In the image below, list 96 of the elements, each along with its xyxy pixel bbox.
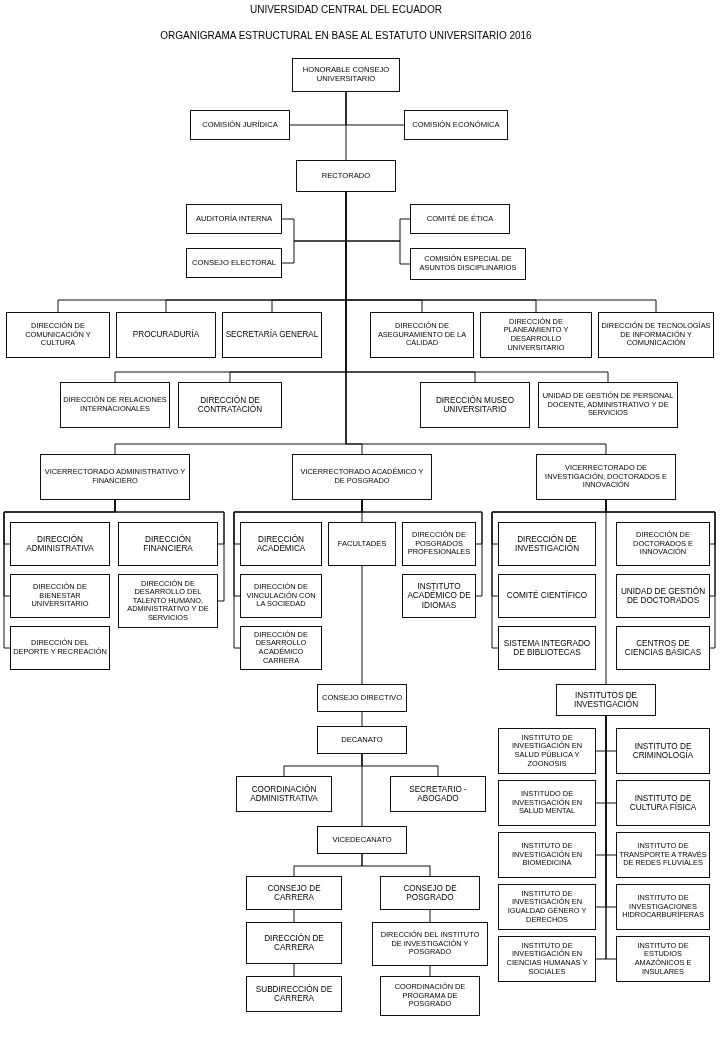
org-box <box>246 876 342 910</box>
box-label: DIRECCIÓN MUSEO UNIVERSITARIO <box>434 395 516 415</box>
org-box <box>616 884 710 930</box>
connector-line <box>233 499 363 649</box>
org-box <box>118 522 218 566</box>
connector-line <box>361 853 431 877</box>
org-box <box>498 574 596 618</box>
connector-line <box>293 909 295 923</box>
box-label: CENTROS DE CIENCIAS BÁSICAS <box>623 638 703 658</box>
org-box <box>536 454 676 500</box>
box-label: INSTITUTOS DE INVESTIGACIÓN <box>572 690 640 710</box>
org-box <box>616 936 710 982</box>
org-box <box>616 832 710 878</box>
org-box <box>296 160 396 192</box>
box-label: INSTITUTO ACADÉMICO DE IDIOMAS <box>406 581 472 611</box>
org-box <box>240 574 322 618</box>
org-box <box>402 522 476 566</box>
connector-line <box>429 909 431 923</box>
box-label: INSTITUTO DE CRIMINOLOGÍA <box>631 741 695 761</box>
org-box <box>222 312 322 358</box>
chart-title: UNIVERSIDAD CENTRAL DEL ECUADOR <box>248 4 444 16</box>
box-label: DIRECCIÓN DE CARRERA <box>263 933 325 953</box>
org-box <box>498 884 596 930</box>
box-label: DIRECCIÓN DE INVESTIGACIÓN <box>513 534 581 554</box>
box-label: UNIDAD DE GESTIÓN DE DOCTORADOS <box>619 586 707 606</box>
connector-line <box>605 715 617 960</box>
connector-line <box>429 965 431 977</box>
org-box <box>190 110 290 140</box>
box-label: CONSEJO DE POSGRADO <box>402 883 458 903</box>
connector-line <box>361 565 363 685</box>
org-box <box>246 922 342 964</box>
connector-line <box>293 963 295 977</box>
org-box <box>616 626 710 670</box>
box-label: SECRETARIO - ABOGADO <box>408 784 468 804</box>
org-box <box>40 454 190 500</box>
org-box <box>118 574 218 628</box>
org-box <box>246 976 342 1012</box>
org-box <box>317 826 407 854</box>
org-box <box>240 522 322 566</box>
connector-line <box>361 753 363 827</box>
org-box <box>370 312 474 358</box>
org-box <box>186 204 282 234</box>
org-box <box>328 522 396 566</box>
box-label: SISTEMA INTEGRADO DE BIBLIOTECAS <box>502 638 592 658</box>
org-box <box>480 312 592 358</box>
box-label: COORDINACIÓN ADMINISTRATIVA <box>249 784 319 804</box>
org-box <box>186 248 282 278</box>
org-box <box>556 684 656 716</box>
box-label: DIRECCIÓN DE CONTRATACIÓN <box>196 395 264 415</box>
org-box <box>10 626 110 670</box>
org-box <box>292 58 400 92</box>
org-box <box>178 382 282 428</box>
box-label: DIRECCIÓN FINANCIERA <box>142 534 194 554</box>
org-box <box>60 382 170 428</box>
org-box <box>498 522 596 566</box>
org-box <box>292 454 432 500</box>
subtitle: ORGANIGRAMA ESTRUCTURAL EN BASE AL ESTATUTO UNIVERSITARIO 2016 <box>159 30 533 42</box>
box-label: PROCURADURÍA <box>132 330 200 340</box>
org-box <box>236 776 332 812</box>
org-box <box>616 522 710 566</box>
org-box <box>402 574 476 618</box>
org-box <box>404 110 508 140</box>
org-box <box>498 626 596 670</box>
org-box <box>317 726 407 754</box>
connector-line <box>3 499 116 649</box>
org-box <box>616 728 710 774</box>
org-box <box>380 876 480 910</box>
connector-line <box>361 711 363 727</box>
org-box <box>372 922 488 966</box>
connector-line <box>345 91 347 161</box>
org-box <box>598 312 714 358</box>
org-box <box>538 382 678 428</box>
box-label: DIRECCIÓN ACADÉMICA <box>255 534 307 554</box>
org-box <box>498 780 596 826</box>
org-box <box>498 936 596 982</box>
org-box <box>616 574 710 618</box>
box-label: INSTITUTO DE CULTURA FÍSICA <box>628 793 698 813</box>
org-box <box>498 832 596 878</box>
org-box <box>240 626 322 670</box>
box-label: SUBDIRECCIÓN DE CARRERA <box>254 984 334 1004</box>
org-box <box>420 382 530 428</box>
org-box <box>410 204 510 234</box>
org-box <box>390 776 486 812</box>
box-label: CONSEJO DE CARRERA <box>266 883 322 903</box>
org-box <box>498 728 596 774</box>
box-label: SECRETARÍA GENERAL <box>225 330 319 340</box>
org-box <box>616 780 710 826</box>
org-box <box>317 684 407 712</box>
org-box <box>410 248 526 280</box>
org-box <box>6 312 110 358</box>
box-label: DIRECCIÓN ADMINISTRATIVA <box>25 534 95 554</box>
org-box <box>116 312 216 358</box>
org-box <box>10 522 110 566</box>
org-box <box>380 976 480 1016</box>
box-label: COMITÉ CIENTÍFICO <box>506 591 588 601</box>
org-box <box>10 574 110 618</box>
